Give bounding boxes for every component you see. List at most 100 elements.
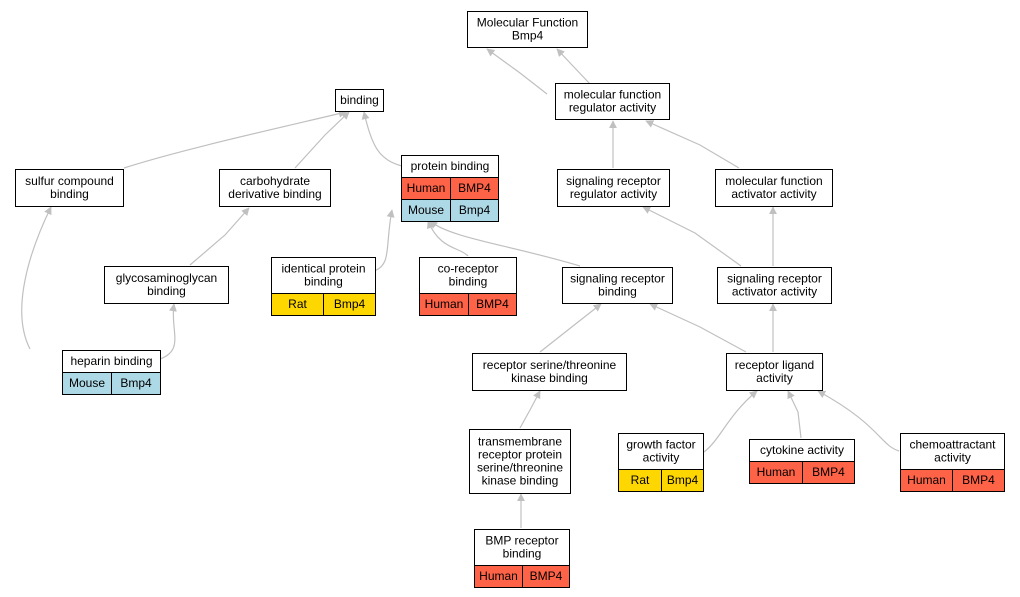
node-label-line: kinase binding (511, 371, 588, 385)
node-label-line: binding (449, 275, 488, 289)
gene-symbol: BMP4 (476, 297, 509, 311)
node-label-line: activity (934, 451, 971, 465)
edge-coreceptor-protein (427, 220, 469, 257)
node-label-line: carbohydrate (240, 174, 310, 188)
node-label-line: binding (50, 187, 89, 201)
node-label-line: derivative binding (228, 187, 321, 201)
node-box (726, 353, 823, 391)
species-label: Mouse (408, 203, 444, 217)
node-label-line: binding (304, 275, 343, 289)
gene-cell (468, 293, 517, 316)
edge-sulfur-binding (123, 109, 347, 169)
node-label-line: receptor ligand (735, 358, 814, 372)
gene-symbol: BMP4 (530, 569, 563, 583)
node-label-line: binding (503, 547, 542, 561)
node-label-line: binding (340, 93, 379, 107)
node-label-line: sulfur compound (25, 174, 114, 188)
node-label-line: activator activity (732, 285, 817, 299)
gene-cell (111, 372, 161, 395)
gene-symbol: Bmp4 (334, 297, 366, 311)
gene-cell (323, 293, 376, 316)
annotation-mouse: Mouse Bmp4 (401, 199, 499, 222)
edge-carb-binding (294, 111, 350, 169)
node-label-line: kinase binding (482, 474, 559, 488)
gene-symbol: Bmp4 (120, 376, 152, 390)
node-box (469, 429, 571, 494)
edge-protein-binding (361, 111, 403, 167)
species-label: Human (907, 473, 946, 487)
node-box (717, 267, 832, 304)
edge-rla-srb (649, 303, 747, 353)
node-label-line: protein binding (411, 159, 490, 173)
edges (21, 48, 900, 528)
node-box (618, 433, 704, 470)
species-label: Mouse (69, 376, 105, 390)
node-label-line: Bmp4 (512, 29, 544, 43)
node-label-line: signaling receptor (570, 272, 665, 286)
node-binding[interactable]: binding (335, 89, 384, 112)
node-label-line: glycosaminoglycan (116, 271, 217, 285)
edge-mfaa-mfra (645, 120, 740, 169)
node-label-line: molecular function (725, 174, 822, 188)
edge-rstkb-srb (539, 303, 602, 353)
node-label-line: receptor protein (478, 448, 562, 462)
edge-gag-carb (189, 207, 250, 266)
node-label-line: signaling receptor (566, 174, 661, 188)
gene-cell (952, 469, 1005, 492)
node-box (104, 266, 229, 304)
node-box (271, 257, 376, 294)
gene-cell (450, 199, 499, 222)
node-box (555, 83, 670, 120)
node-label-line: activator activity (731, 187, 816, 201)
edge-gfa-rla (703, 390, 758, 453)
node-label-line: activity (643, 451, 680, 465)
edge-mfra-root (556, 48, 592, 86)
node-label-line: Molecular Function (477, 16, 578, 30)
node-box (467, 11, 588, 48)
gene-cell (522, 565, 570, 588)
node-box (335, 89, 384, 112)
node-label-line: heparin binding (70, 354, 152, 368)
annotation-rat: Rat Bmp4 (271, 293, 376, 316)
node-label-line: identical protein (281, 262, 365, 276)
node-box (419, 257, 517, 294)
gene-symbol: BMP4 (812, 465, 845, 479)
annotation-mouse: Mouse Bmp4 (62, 372, 161, 395)
node-label-line: growth factor (626, 438, 695, 452)
edge-binding-root (486, 48, 548, 95)
node-box (715, 169, 833, 207)
species-label: Rat (288, 297, 307, 311)
node-box (219, 169, 331, 207)
node-label-line: BMP receptor (485, 534, 558, 548)
species-label: Human (407, 181, 446, 195)
edge-identical-protein (373, 209, 395, 272)
node-label-line: regulator activity (569, 101, 656, 115)
gene-symbol: Bmp4 (459, 203, 491, 217)
node-label-line: co-receptor (438, 262, 499, 276)
species-label: Rat (631, 473, 650, 487)
